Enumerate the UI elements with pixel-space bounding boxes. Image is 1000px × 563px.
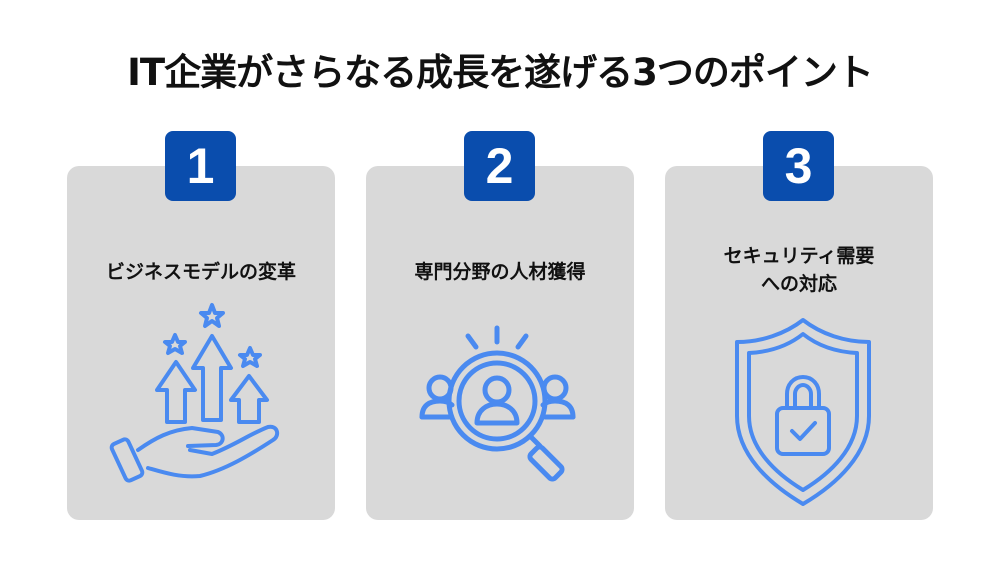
- hand-growth-arrows-stars-icon: [100, 290, 300, 490]
- point-label-2: 専門分野の人材獲得: [414, 261, 586, 283]
- point-card-2: 専門分野の人材獲得: [366, 166, 634, 520]
- page-title: IT企業がさらなる成長を遂げる3つのポイント: [127, 51, 874, 94]
- point-card-3: セキュリティ需要 への対応: [665, 166, 933, 520]
- point-label-1: ビジネスモデルの変革: [105, 261, 296, 283]
- point-label-3-line2: への対応: [760, 273, 837, 295]
- point-badge-2: 2: [464, 131, 535, 201]
- shield-lock-check-icon: [699, 312, 899, 512]
- point-badge-1: 1: [165, 131, 236, 201]
- point-badge-3: 3: [763, 131, 834, 201]
- point-card-1: ビジネスモデルの変革: [67, 166, 335, 520]
- point-label-3-line1: セキュリティ需要: [723, 245, 875, 267]
- magnifier-talent-search-icon: [400, 306, 600, 486]
